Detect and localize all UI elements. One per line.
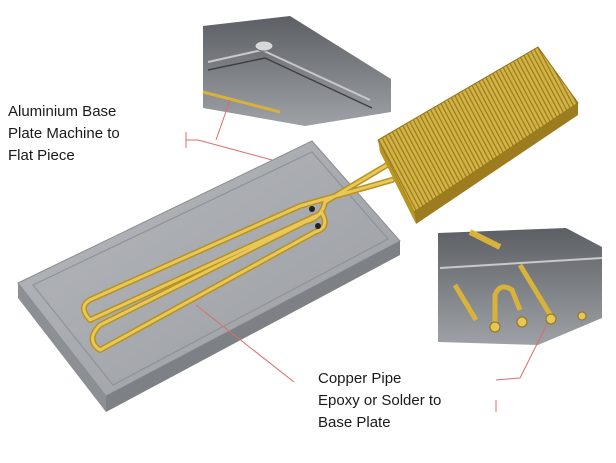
- leader-line-pipe: [195, 304, 547, 412]
- base-plate-label: Aluminium Base Plate Machine to Flat Pie…: [8, 101, 120, 167]
- copper-pipe-label-line2: Epoxy or Solder to: [318, 392, 442, 409]
- leader-line-base: [185, 99, 273, 161]
- copper-pipe-label-line1: Copper Pipe: [318, 370, 402, 387]
- base-plate-label-line1: Aluminium Base: [8, 103, 117, 120]
- pipe-fitting: [309, 206, 321, 229]
- copper-pipe: [81, 159, 395, 353]
- base-plate-label-line2: Plate Machine to: [8, 125, 120, 142]
- detail-view-pipe-ends: [438, 228, 603, 345]
- finned-heatsink: [377, 46, 579, 224]
- copper-pipe-label-line3: Base Plate: [318, 414, 391, 431]
- detail-view-groove: [202, 16, 391, 126]
- base-plate-label-line3: Flat Piece: [8, 147, 75, 164]
- copper-pipe-label: Copper Pipe Epoxy or Solder to Base Plat…: [318, 368, 441, 434]
